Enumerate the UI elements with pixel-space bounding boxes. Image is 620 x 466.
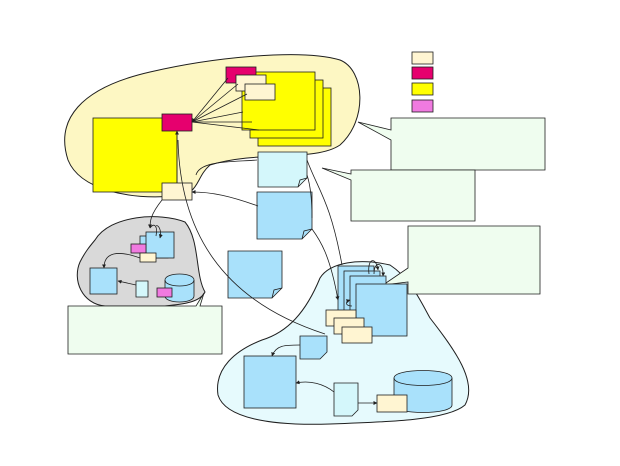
magenta-box-main bbox=[161, 113, 193, 132]
yellow-main-box bbox=[92, 117, 178, 193]
beige-box-stack-2 bbox=[244, 83, 276, 101]
gray-region-items bbox=[89, 231, 195, 303]
beige-box-yellow bbox=[161, 182, 193, 201]
long-connectors bbox=[148, 139, 343, 335]
doc-3 bbox=[227, 250, 283, 299]
legend-swatch-magenta bbox=[411, 66, 434, 80]
callout-4 bbox=[67, 292, 223, 355]
fan-lines bbox=[191, 77, 260, 131]
legend bbox=[411, 51, 434, 113]
doc-1 bbox=[257, 151, 308, 188]
blue-region-links bbox=[271, 260, 386, 405]
doc-2 bbox=[256, 191, 313, 240]
callout-1 bbox=[357, 117, 546, 171]
callout-3 bbox=[382, 225, 541, 295]
legend-swatch-yellow bbox=[411, 82, 434, 96]
legend-swatch-beige bbox=[411, 51, 434, 65]
callout-2 bbox=[321, 167, 476, 222]
legend-swatch-pink bbox=[411, 99, 434, 113]
blue-region-items bbox=[243, 265, 453, 417]
